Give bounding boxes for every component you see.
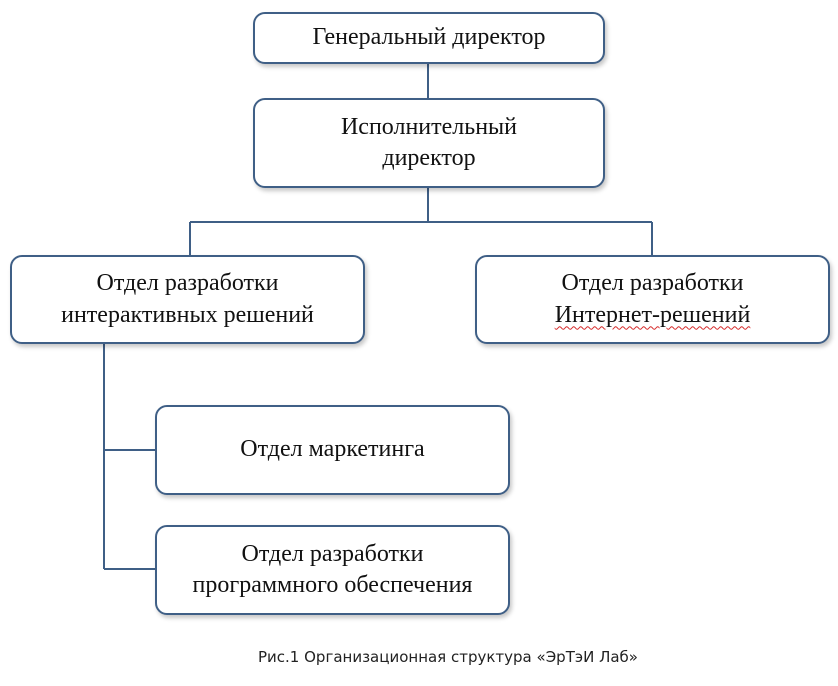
executive-director-label-line1: Исполнительный bbox=[340, 113, 518, 140]
general-director-box: Генеральный директор bbox=[253, 12, 605, 64]
interactive-dept-label-line2: интерактивных решений bbox=[61, 301, 314, 328]
marketing-dept-label: Отдел маркетинга bbox=[240, 436, 425, 463]
internet-dept-box: Отдел разработки Интернет-решений bbox=[475, 255, 830, 344]
internet-dept-label-line1: Отдел разработки bbox=[561, 270, 744, 297]
software-dept-label-line1: Отдел разработки bbox=[241, 540, 424, 567]
marketing-dept-box: Отдел маркетинга bbox=[155, 405, 510, 495]
internet-dept-label-line2: Интернет-решений bbox=[554, 301, 751, 328]
executive-director-box: Исполнительный директор bbox=[253, 98, 605, 188]
interactive-dept-box: Отдел разработки интерактивных решений bbox=[10, 255, 365, 344]
software-dept-label-line2: программного обеспечения bbox=[192, 572, 473, 598]
interactive-dept-label-line1: Отдел разработки bbox=[96, 270, 279, 297]
general-director-label: Генеральный директор bbox=[312, 24, 546, 51]
software-dept-box: Отдел разработки программного обеспечени… bbox=[155, 525, 510, 615]
figure-caption: Рис.1 Организационная структура «ЭрТэИ Л… bbox=[258, 648, 638, 666]
executive-director-label-line2: директор bbox=[382, 145, 476, 171]
